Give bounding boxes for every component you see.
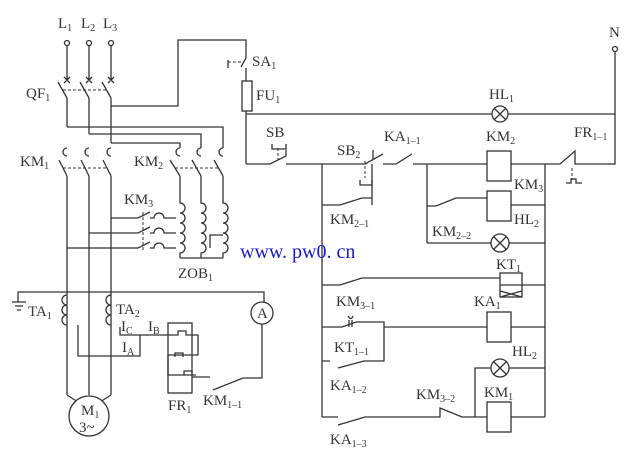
sb-stop-button [246, 150, 287, 165]
label-ta1: TA1 [28, 304, 52, 322]
label-km2-coil: KM2 [486, 129, 515, 147]
label-fr1-1: FR1–1 [574, 125, 607, 143]
label-ammeter: A [257, 306, 268, 322]
label-kt1-1: KT1–1 [334, 340, 369, 358]
sa1-switch [240, 52, 247, 68]
label-km2-2: KM2–2 [432, 224, 471, 242]
ka1-2-contact [322, 351, 385, 369]
label-ia: IA [122, 340, 135, 358]
label-zob1: ZOB1 [178, 266, 213, 284]
terminal-l2 [85, 39, 93, 47]
power-circuit [12, 39, 274, 437]
ka1-1-contact [383, 153, 413, 165]
label-hl1: HL1 [489, 87, 514, 105]
label-ta2: TA2 [116, 302, 140, 320]
ta1-current-transformer [61, 294, 68, 326]
ka1-3-km3-2-contacts [322, 407, 487, 426]
terminal-n [611, 45, 619, 53]
terminal-l1 [63, 39, 71, 47]
label-km2: KM2 [134, 154, 163, 172]
label-kt1: KT1 [496, 257, 521, 275]
ta2-current-transformer [105, 294, 112, 326]
motor-m1 [68, 395, 110, 437]
label-hl2-lower: HL2 [512, 344, 537, 362]
label-qf1: QF1 [26, 86, 50, 104]
label-fu1: FU1 [256, 88, 280, 106]
label-sb2: SB2 [337, 143, 360, 161]
label-fr1: FR1 [168, 398, 191, 416]
label-ka1: KA1 [474, 294, 501, 312]
label-km1-coil: KM1 [484, 385, 513, 403]
label-km3-1: KM3–1 [336, 294, 375, 312]
fu1-fuse [241, 80, 253, 112]
label-km2-1: KM2–1 [330, 212, 369, 230]
label-km3-2: KM3–2 [416, 387, 455, 405]
watermark: www. pw0. cn [240, 241, 355, 263]
label-ka1-3: KA1–3 [330, 432, 367, 450]
kt1-1-delay-contact [347, 315, 354, 327]
hl2-lamp-upper [490, 233, 510, 253]
control-circuit [227, 45, 619, 433]
km2-coil [486, 150, 512, 182]
label-l1: L1 [58, 16, 72, 34]
fr1-thermal-relay [167, 322, 199, 394]
label-km1: KM1 [20, 154, 49, 172]
label-l3: L3 [103, 16, 117, 34]
labels: L1 L2 L3 QF1 KM1 KM2 KM3 ZOB1 TA1 TA2 IC… [20, 16, 620, 450]
label-m1-type: 3~ [79, 420, 95, 436]
km1-coil [486, 401, 512, 433]
label-m1: M1 [81, 403, 99, 421]
ground-icon [12, 294, 26, 311]
zob1-autotransformer [179, 176, 229, 259]
label-hl2-upper: HL2 [514, 212, 539, 230]
hl1-lamp [491, 105, 509, 123]
label-ib: IB [148, 319, 160, 337]
label-sa1: SA1 [252, 54, 276, 72]
label-ic: IC [121, 319, 133, 337]
label-ka1-1: KA1–1 [384, 129, 421, 147]
fr1-1-contact [511, 114, 616, 165]
km3-coil [486, 190, 512, 222]
km1-1-contact [212, 324, 263, 391]
label-km1-1: KM1–1 [203, 393, 242, 411]
label-l2: L2 [81, 16, 95, 34]
label-ka1-2: KA1–2 [330, 378, 367, 396]
label-km3: KM3 [124, 192, 153, 210]
label-km3-coil: KM3 [514, 177, 543, 195]
ka1-coil [486, 311, 512, 343]
label-sb: SB [266, 125, 284, 141]
hl2-lamp-lower [490, 358, 510, 378]
terminal-l3 [107, 39, 115, 47]
kt1-time-relay-coil [499, 272, 523, 298]
label-n: N [609, 25, 620, 41]
